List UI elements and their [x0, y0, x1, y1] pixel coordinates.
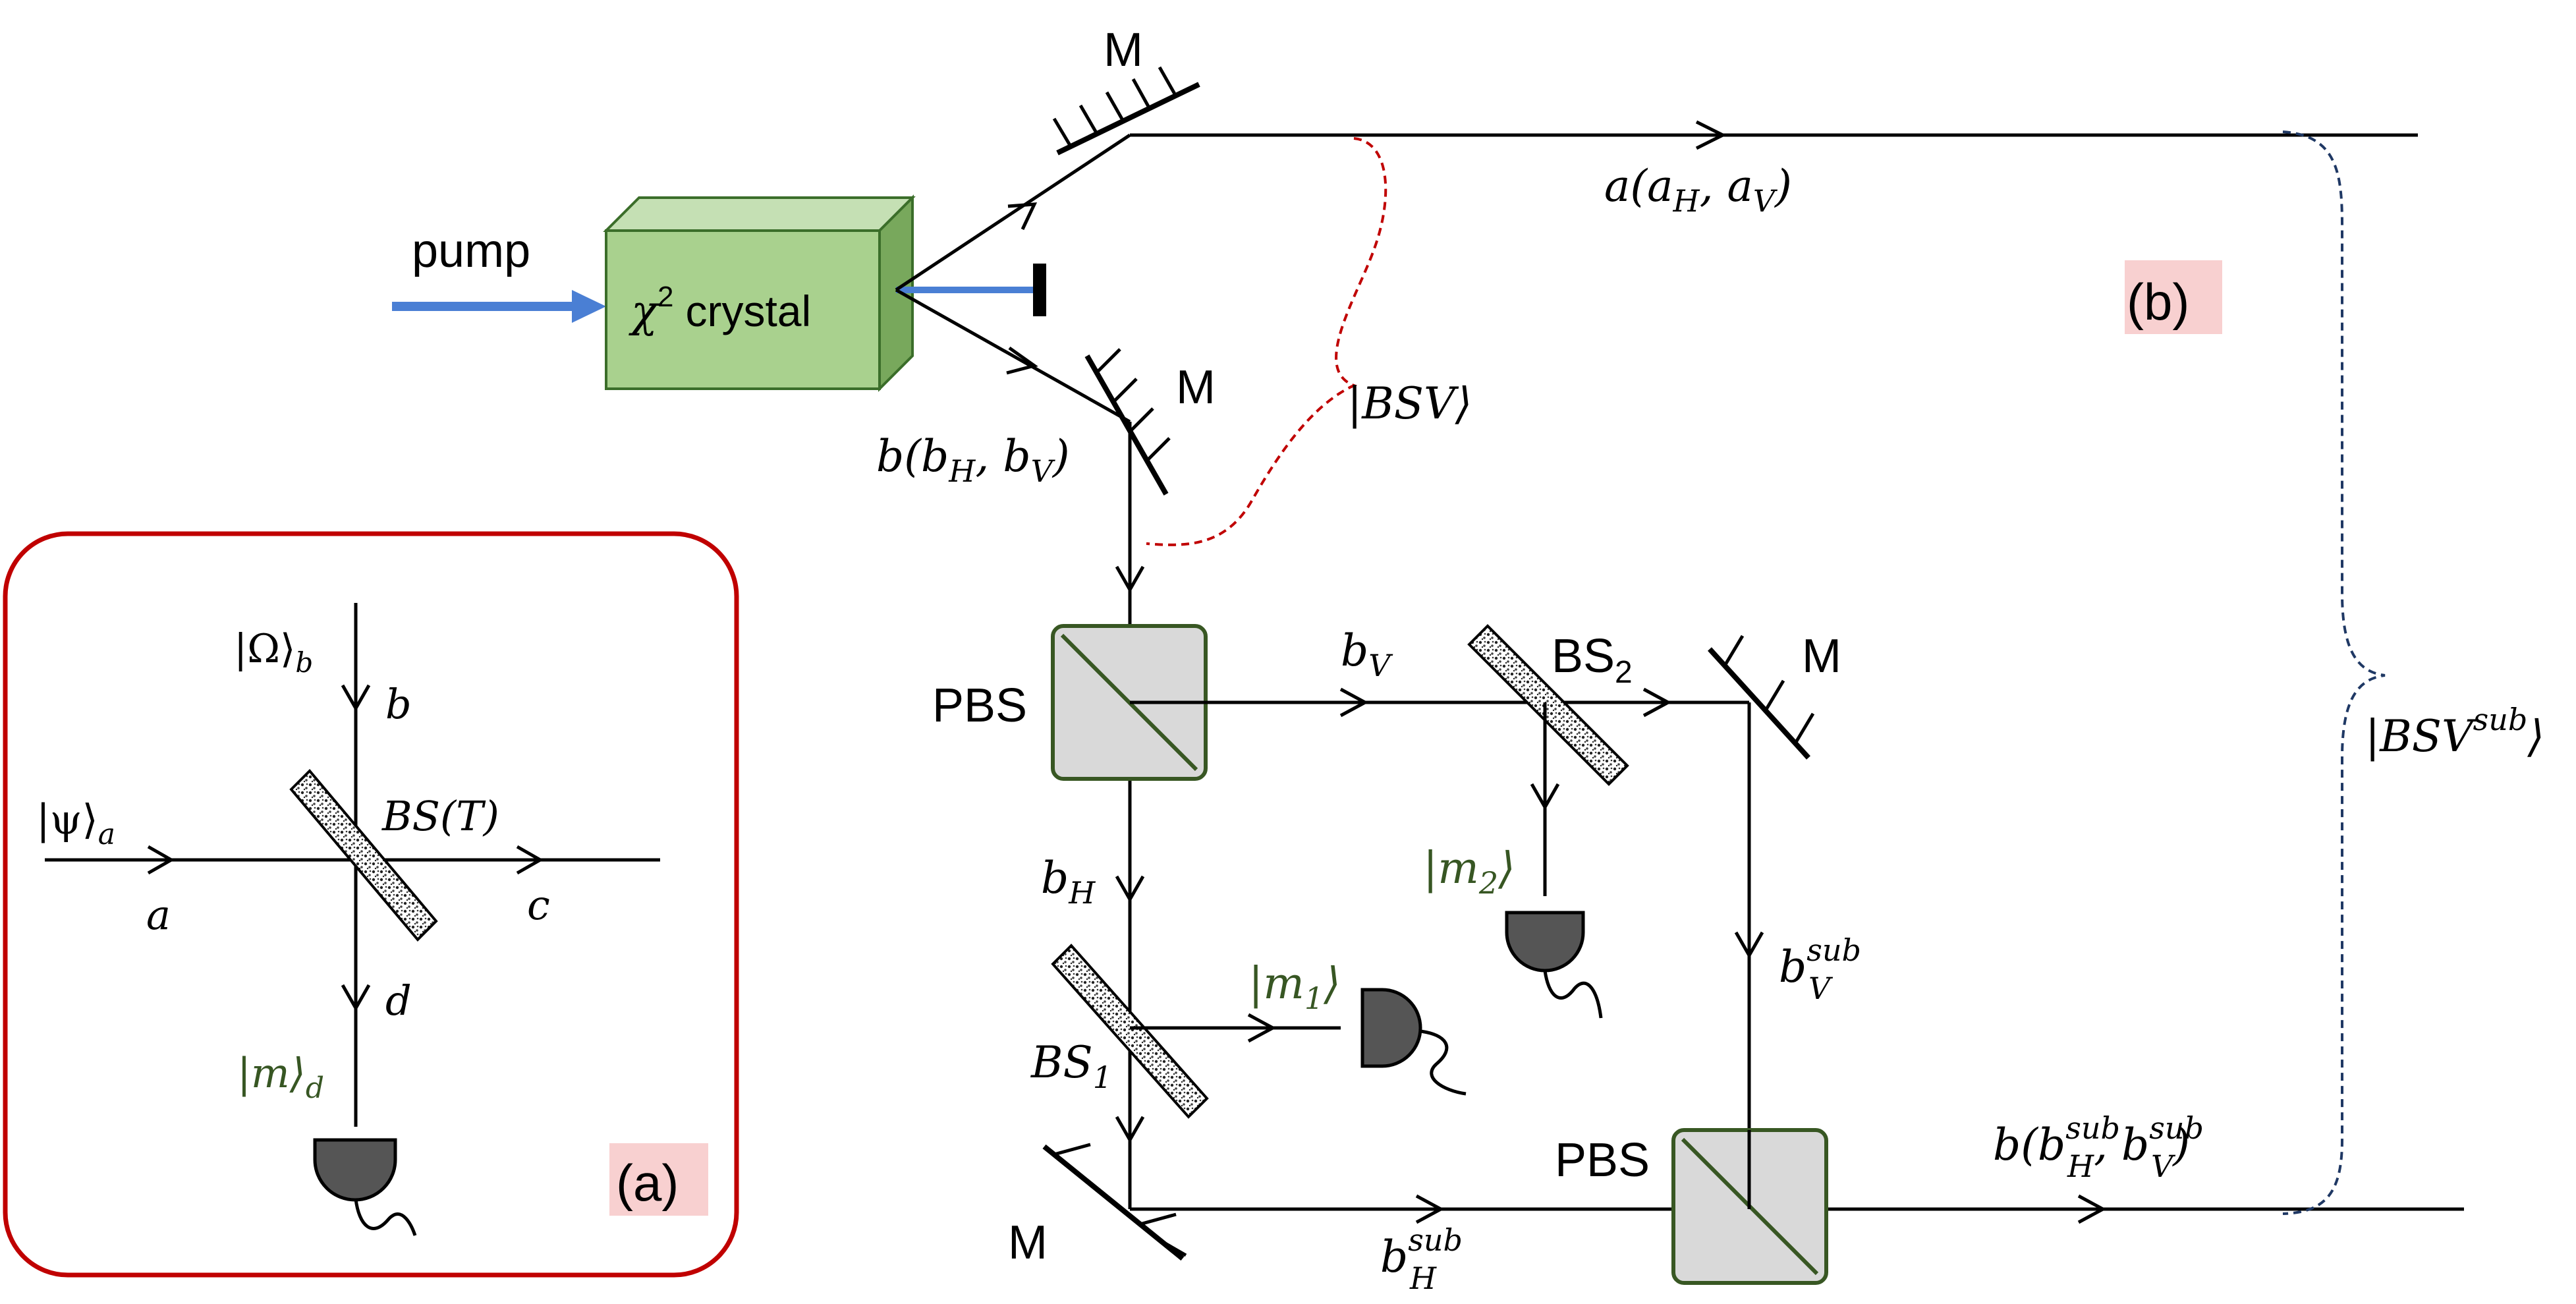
pbs-bottom [1671, 1128, 1828, 1285]
mirror-bottom [1042, 1143, 1187, 1261]
mode-bh-label: bH [1041, 853, 1096, 911]
inset-m-label: |m⟩d [237, 1049, 324, 1105]
arrow-bh-sub [1415, 1194, 1445, 1224]
panel-b-label-bg [2125, 260, 2222, 334]
arrow-bs1-right [1247, 1013, 1277, 1043]
arrow-bh [1115, 875, 1145, 903]
chi2-crystal [603, 194, 916, 392]
mode-a-label: a(aH, aV) [1604, 161, 1792, 219]
arrow-b-diag [1006, 346, 1038, 375]
bsv-sub-label: |BSVsub⟩ [2365, 702, 2544, 762]
mirror-b [1084, 348, 1171, 496]
bsv-label: |BSV⟩ [1347, 378, 1472, 429]
bsv-brace [1146, 137, 1387, 546]
mirror-bottom-label: M [1008, 1216, 1048, 1269]
arrow-out [2077, 1194, 2107, 1224]
arrow-bv-2 [1642, 687, 1672, 718]
inset-panel: |Ω⟩b b BS(T) |ψ⟩a a c d |m⟩d (a) [3, 531, 739, 1278]
pbs-bottom-label: PBS [1555, 1134, 1650, 1187]
arrow-a [1695, 120, 1727, 150]
inset-omega-label: |Ω⟩b [234, 626, 313, 679]
inset-mode-d: d [385, 977, 412, 1025]
inset-panel-label: (a) [616, 1154, 679, 1212]
bs1 [1051, 944, 1209, 1119]
inset-mode-b: b [385, 680, 412, 728]
pbs-top-label: PBS [932, 679, 1027, 732]
bs2 [1467, 624, 1629, 786]
inset-beam-splitter [289, 769, 438, 942]
panel-b-label: (b) [2127, 273, 2189, 331]
inset-psi-label: |ψ⟩a [36, 795, 115, 851]
inset-arrow-d [341, 984, 371, 1012]
arrow-b-lower [1115, 1116, 1145, 1144]
inset-bs-label: BS(T) [381, 792, 499, 840]
inset-arrow-b [341, 684, 371, 712]
detector-m2 [1505, 911, 1603, 1019]
bs1-label: BS1 [1030, 1037, 1112, 1095]
mirror-top-label: M [1104, 24, 1143, 76]
arrow-bv-1 [1339, 687, 1369, 718]
inset-detector [313, 1138, 417, 1236]
beam-block [1033, 264, 1046, 316]
mirror-bs2-label: M [1802, 630, 1841, 683]
m1-label: |m1⟩ [1248, 958, 1341, 1016]
beam-to-b-mirror [895, 288, 1131, 424]
mode-b-label: b(bH, bV) [876, 431, 1070, 489]
arrow-b-down [1115, 565, 1145, 594]
beam-to-top-mirror [895, 133, 1131, 292]
inset-panel-label-bg [609, 1143, 708, 1216]
inset-arrow-a [147, 845, 175, 875]
mirror-bs2 [1708, 635, 1815, 760]
bsv-sub-brace [2282, 130, 2386, 1215]
mirror-b-label: M [1176, 361, 1216, 414]
arrow-bs2-down [1530, 783, 1560, 811]
inset-arrow-c [516, 845, 544, 875]
arrow-bv-sub [1734, 931, 1764, 959]
bs2-label: BS2 [1552, 630, 1633, 690]
inset-mode-c: c [527, 881, 550, 929]
arrow-top-diag [1007, 202, 1038, 231]
mode-bv-label: bV [1341, 625, 1393, 683]
pump-beam [392, 290, 606, 323]
inset-border [3, 531, 739, 1278]
mirror-top [1052, 66, 1200, 156]
m2-label: |m2⟩ [1423, 843, 1515, 901]
detector-m1 [1360, 988, 1467, 1096]
pump-label: pump [412, 225, 530, 277]
inset-mode-a: a [146, 891, 171, 939]
